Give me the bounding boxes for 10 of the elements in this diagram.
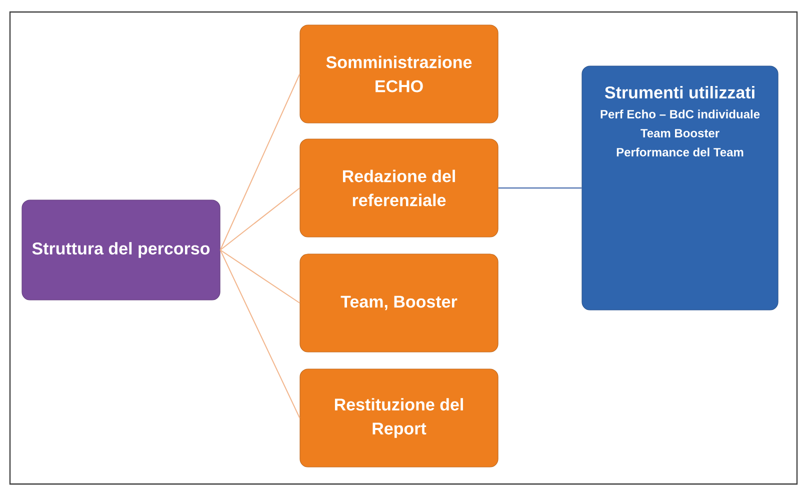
process-box: Team, Booster [300, 254, 498, 352]
process-box: Restituzione del Report [300, 368, 498, 468]
process-box: Redazione del referenziale [300, 138, 498, 238]
connector-line [220, 250, 300, 304]
topic-box: Struttura del percorso [22, 200, 220, 300]
connector-line [220, 74, 300, 250]
process-box: Somministrazione ECHO [300, 24, 498, 124]
connector-line [220, 188, 300, 250]
connector-line [220, 250, 300, 418]
tools-box: Strumenti utilizzati Perf Echo – BdC individuale Team Booster Performance del Team [582, 66, 778, 310]
